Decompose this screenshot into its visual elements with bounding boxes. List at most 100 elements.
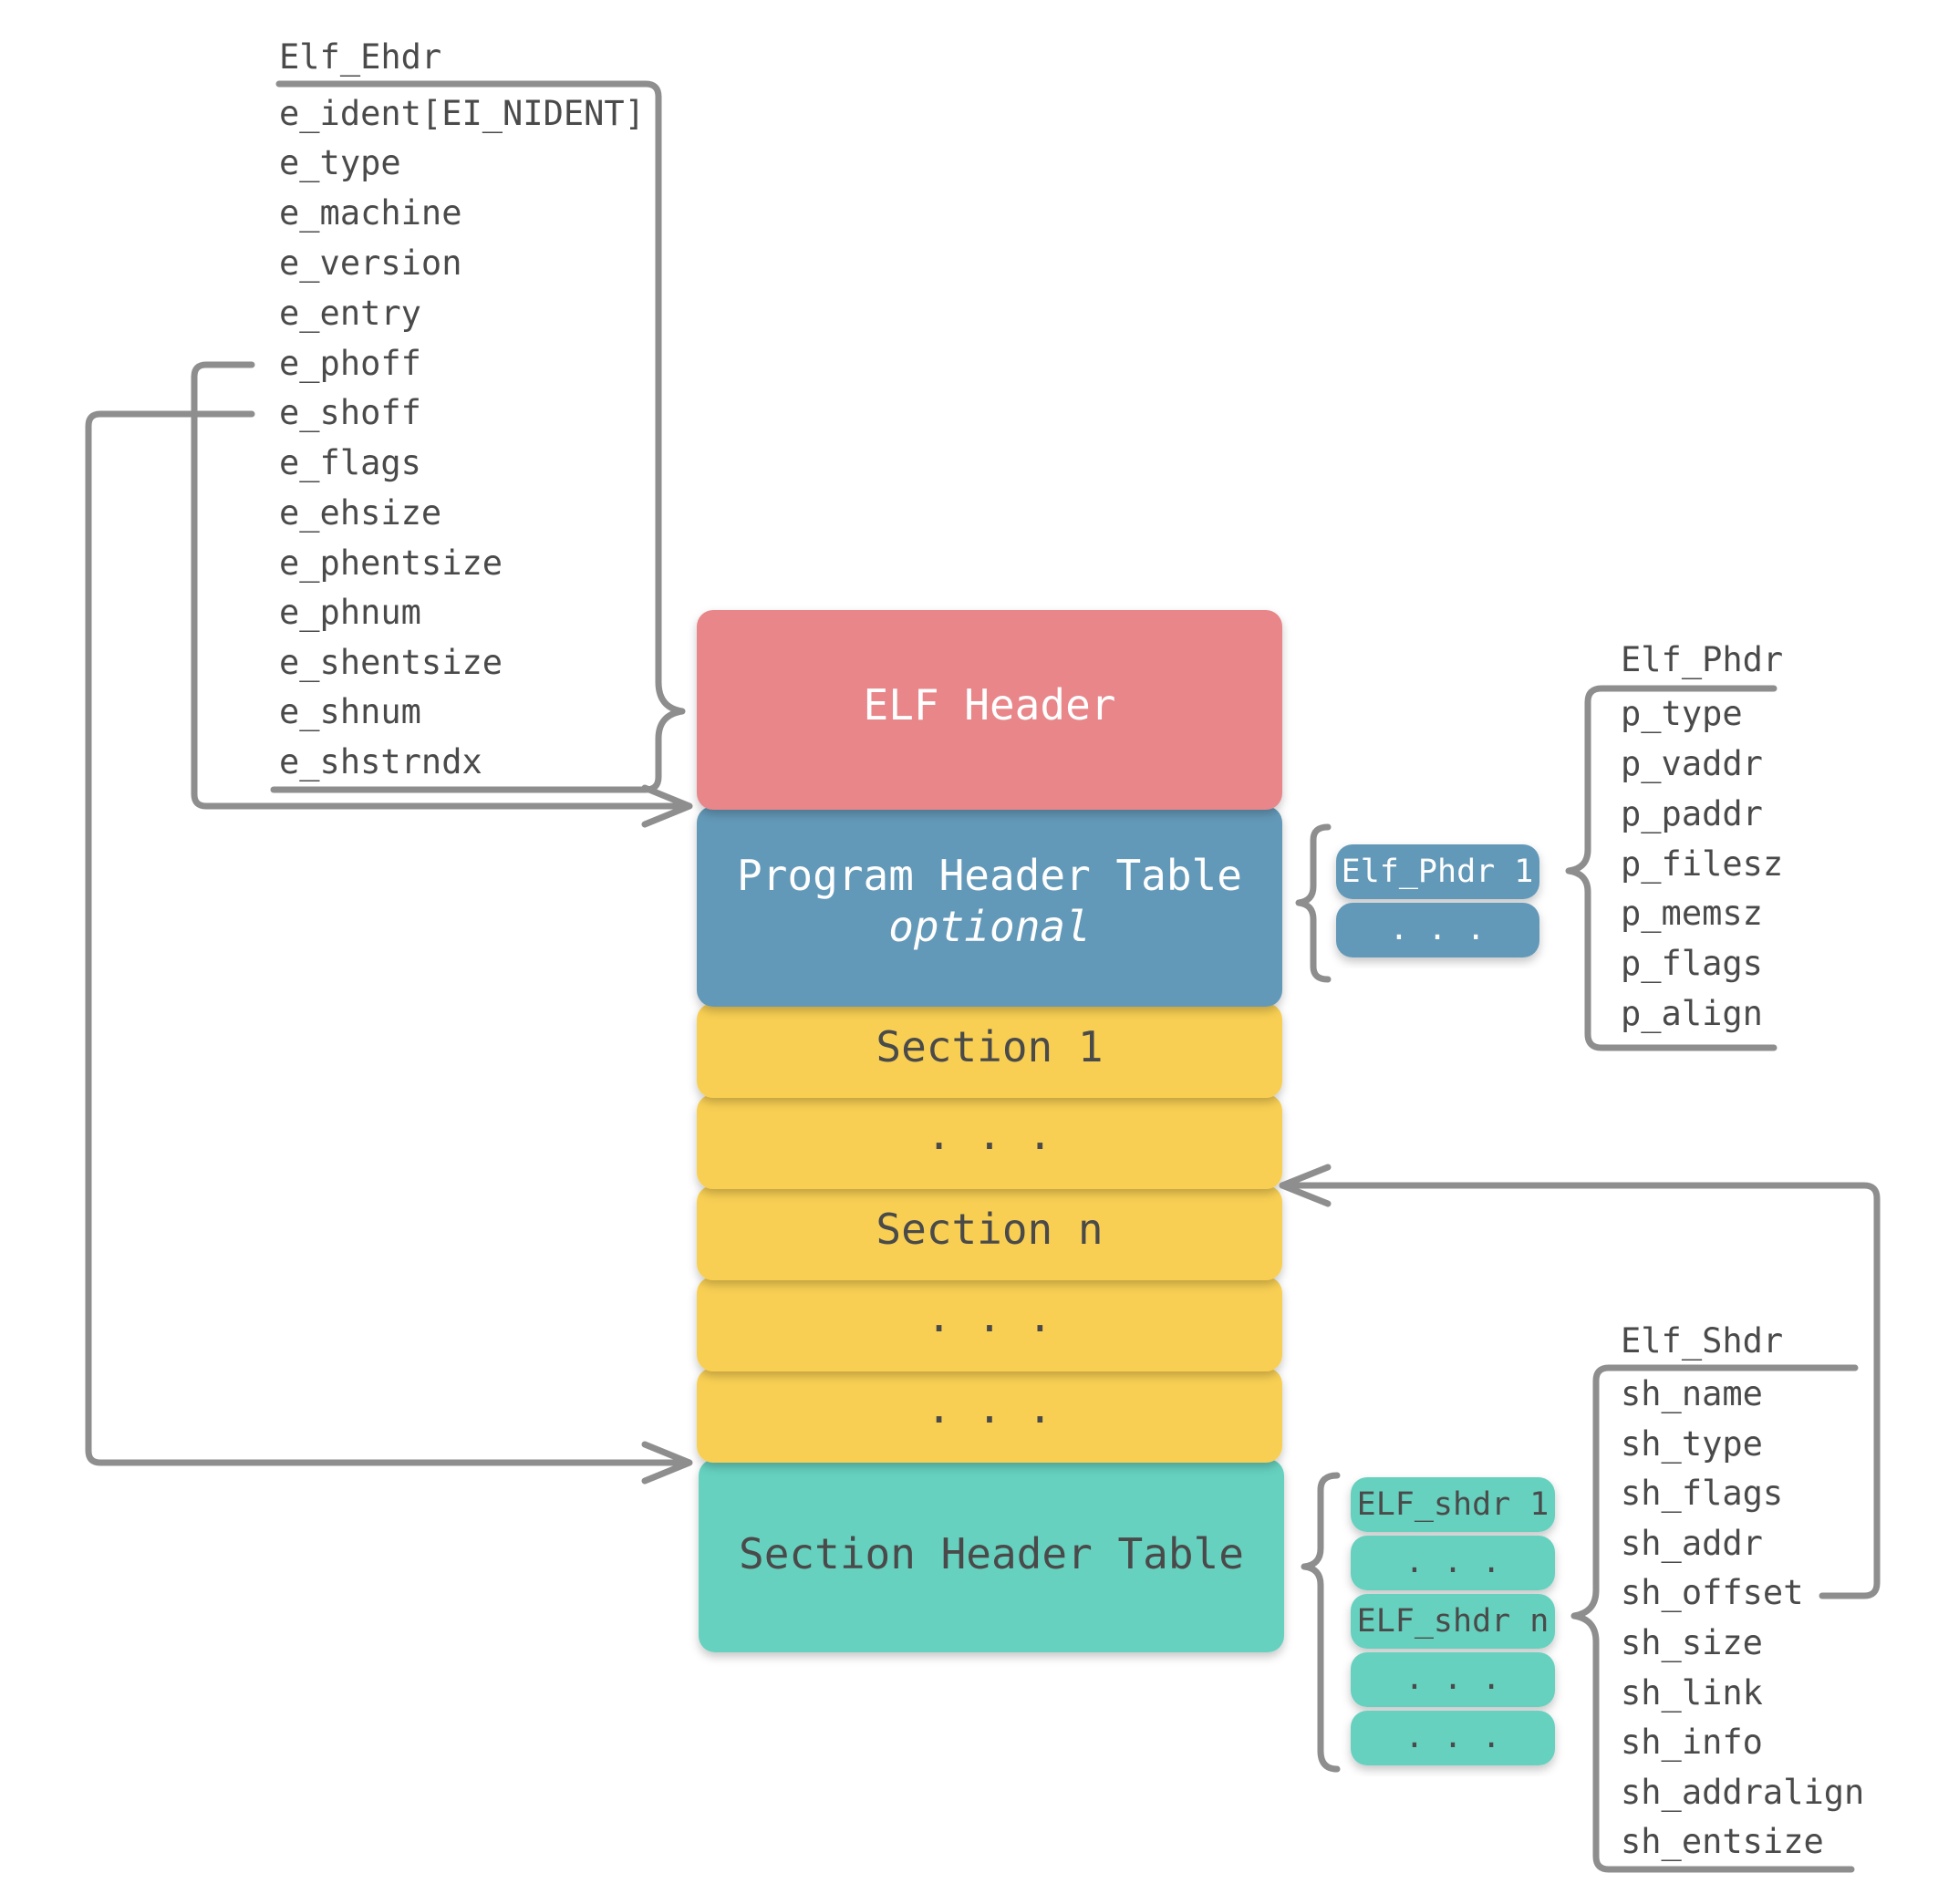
- section-ellipsis-label: . . .: [927, 1383, 1052, 1433]
- shdr-fields: sh_name sh_type sh_flags sh_addr sh_offs…: [1621, 1374, 1864, 1862]
- section-1-label: Section 1: [876, 1022, 1103, 1071]
- section-rect: [697, 1277, 1282, 1371]
- shdr-entry-chip: ELF_shdr n: [1351, 1594, 1555, 1649]
- shdr-entry-label: . . .: [1404, 1544, 1500, 1580]
- shdr-field-offset: sh_offset: [1621, 1573, 1803, 1613]
- shoff-arrow: [85, 410, 689, 1466]
- program-header-table-label: Program Header Table: [737, 851, 1242, 900]
- program-header-table-note: optional: [888, 902, 1091, 951]
- phdr-fields: p_type p_vaddr p_paddr p_filesz p_memsz …: [1621, 694, 1783, 1034]
- ehdr-field: e_shnum: [279, 692, 421, 732]
- shdr-entry-rect: [1351, 1711, 1555, 1765]
- sh-offset-arrowhead: [1279, 1164, 1332, 1207]
- shdr-entry-chip: . . .: [1351, 1652, 1555, 1707]
- shdr-struct: Elf_Shdr sh_name sh_type sh_flags sh_add…: [1279, 1164, 1881, 1873]
- ehdr-field: e_phentsize: [279, 543, 503, 584]
- ehdr-fields: e_ident[EI_NIDENT] e_type e_machine e_ve…: [279, 94, 645, 782]
- shdr-entry-rect: [1351, 1652, 1555, 1707]
- phdr-bracket: [1565, 685, 1778, 1051]
- section-header-table-block: Section Header Table: [699, 1459, 1284, 1652]
- phdr-field: p_memsz: [1621, 894, 1763, 934]
- elf-header-block: ELF Header: [697, 610, 1282, 810]
- shdr-entries: ELF_shdr 1 . . . ELF_shdr n . . . . . .: [1301, 1472, 1555, 1773]
- shdr-field: sh_addr: [1621, 1524, 1763, 1564]
- section-rect: [697, 1185, 1282, 1280]
- section-block-1: Section 1: [697, 1003, 1282, 1098]
- shdr-entry-rect: [1351, 1594, 1555, 1649]
- section-block-ellipsis: . . .: [697, 1368, 1282, 1463]
- ehdr-field: e_shstrndx: [279, 742, 482, 782]
- shdr-field: sh_link: [1621, 1673, 1763, 1713]
- shdr-bracket: [1570, 1364, 1859, 1873]
- elf-file-layout: Section Header Table . . . . . . Section…: [697, 610, 1284, 1652]
- ehdr-field-shoff: e_shoff: [279, 393, 421, 433]
- phdr-entry-chip: Elf_Phdr 1: [1336, 844, 1539, 899]
- section-ellipsis-label: . . .: [927, 1292, 1052, 1341]
- shdr-entry-label: . . .: [1404, 1661, 1500, 1697]
- ehdr-field: e_shentsize: [279, 643, 503, 683]
- sh-offset-arrow: [1279, 1182, 1881, 1599]
- shdr-field: sh_addralign: [1621, 1773, 1864, 1813]
- ehdr-bracket: [270, 80, 686, 793]
- phoff-arrowhead: [641, 784, 693, 828]
- phoff-arrow: [191, 361, 689, 810]
- ehdr-field: e_phnum: [279, 593, 421, 633]
- shdr-entry-rect: [1351, 1477, 1555, 1532]
- section-rect: [697, 1003, 1282, 1098]
- phdr-struct: Elf_Phdr p_type p_vaddr p_paddr p_filesz…: [1565, 640, 1783, 1051]
- section-n-label: Section n: [876, 1205, 1103, 1254]
- phdr-field: p_align: [1621, 994, 1763, 1034]
- phdr-title: Elf_Phdr: [1621, 640, 1783, 680]
- shdr-entry-label: ELF_shdr 1: [1357, 1486, 1550, 1523]
- shdr-entry-chip: . . .: [1351, 1536, 1555, 1590]
- section-block-ellipsis: . . .: [697, 1094, 1282, 1189]
- shdr-entry-chip: ELF_shdr 1: [1351, 1477, 1555, 1532]
- phdr-entry-rect: [1336, 903, 1539, 957]
- phdr-field: p_type: [1621, 694, 1743, 734]
- ehdr-field: e_type: [279, 143, 401, 183]
- program-header-table-rect: [697, 806, 1282, 1007]
- ehdr-struct: Elf_Ehdr e_ident[EI_NIDENT] e_type e_mac…: [270, 37, 686, 793]
- ehdr-title: Elf_Ehdr: [279, 37, 441, 78]
- phdr-field: p_vaddr: [1621, 744, 1763, 784]
- section-ellipsis-label: . . .: [927, 1110, 1052, 1159]
- ehdr-field: e_entry: [279, 294, 421, 334]
- shdr-field: sh_name: [1621, 1374, 1763, 1414]
- shdr-entry-rect: [1351, 1536, 1555, 1590]
- ehdr-field: e_flags: [279, 443, 421, 483]
- section-block-n: Section n: [697, 1185, 1282, 1280]
- phdr-entries: Elf_Phdr 1 . . .: [1295, 823, 1539, 983]
- shdr-entry-label: ELF_shdr n: [1357, 1603, 1550, 1640]
- ehdr-field: e_machine: [279, 193, 461, 233]
- phdr-entry-label: Elf_Phdr 1: [1342, 854, 1534, 890]
- shoff-arrowhead: [641, 1441, 693, 1485]
- program-header-table-block: Program Header Table optional: [697, 806, 1282, 1007]
- phdr-entry-label: . . .: [1389, 911, 1485, 947]
- phdr-field: p_filesz: [1621, 844, 1783, 885]
- shdr-field: sh_flags: [1621, 1474, 1783, 1514]
- phdr-entry-rect: [1336, 844, 1539, 899]
- ehdr-field-phoff: e_phoff: [279, 344, 421, 384]
- shdr-entry-chip: . . .: [1351, 1711, 1555, 1765]
- elf-header-label: ELF Header: [864, 680, 1116, 730]
- phdr-field: p_flags: [1621, 944, 1763, 984]
- section-rect: [697, 1094, 1282, 1189]
- ehdr-field: e_ehsize: [279, 493, 441, 533]
- section-header-table-rect: [699, 1459, 1284, 1652]
- shdr-field: sh_type: [1621, 1424, 1763, 1464]
- shdr-field: sh_info: [1621, 1723, 1763, 1763]
- section-rect: [697, 1368, 1282, 1463]
- elf-header-rect: [697, 610, 1282, 810]
- ehdr-field: e_ident[EI_NIDENT]: [279, 94, 645, 134]
- shdr-field: sh_size: [1621, 1623, 1763, 1663]
- shdr-title: Elf_Shdr: [1621, 1321, 1783, 1361]
- shdr-field: sh_entsize: [1621, 1822, 1824, 1862]
- ehdr-field: e_version: [279, 243, 461, 284]
- phdr-entries-brace: [1295, 823, 1332, 983]
- section-header-table-label: Section Header Table: [739, 1529, 1244, 1578]
- section-block-ellipsis: . . .: [697, 1277, 1282, 1371]
- ehdr-pointers: [85, 361, 693, 1485]
- shdr-entry-label: . . .: [1404, 1719, 1500, 1755]
- shdr-entries-brace: [1301, 1472, 1341, 1773]
